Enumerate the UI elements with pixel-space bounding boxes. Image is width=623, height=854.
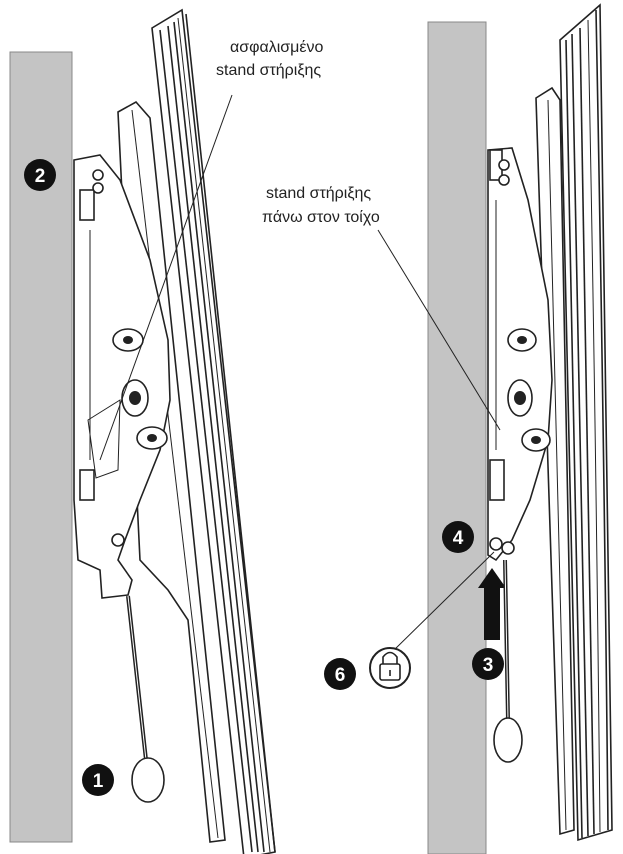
marker-4-label: 4: [453, 528, 464, 549]
left-knob-1: [112, 328, 144, 352]
left-tv-panel: [151, 8, 276, 854]
locked-stand-label-line2: stand στήριξης: [216, 62, 321, 79]
right-tv-rail: [535, 86, 575, 836]
stand-on-wall-label-line2: πάνω στον τοίχο: [262, 209, 380, 226]
marker-1-label: 1: [93, 771, 104, 792]
marker-2: 2: [24, 159, 56, 191]
marker-6-label: 6: [335, 665, 346, 686]
marker-3-label: 3: [483, 655, 494, 676]
right-pull-ring: [493, 717, 523, 763]
left-illustration: 2 1 ασφαλισμένο stand στήριξης: [9, 8, 324, 854]
padlock-leader: [391, 551, 495, 653]
marker-6: 6: [324, 658, 356, 690]
right-knob-2: [507, 379, 533, 417]
marker-4: 4: [442, 521, 474, 553]
marker-3: 3: [472, 648, 504, 680]
right-callout-leader: [377, 229, 501, 431]
left-callout-leader: [99, 94, 233, 461]
marker-2-label: 2: [35, 166, 46, 187]
right-knob-3: [521, 428, 551, 452]
right-wall: [427, 21, 487, 854]
left-knob-2: [121, 379, 149, 417]
marker-1: 1: [82, 764, 114, 796]
left-mount-bracket: [73, 154, 171, 599]
left-pull-cord: [126, 595, 165, 803]
right-pull-cord: [493, 559, 523, 763]
right-knob-1: [507, 328, 537, 352]
padlock-icon: [369, 647, 411, 689]
left-pull-ring: [131, 757, 165, 803]
right-tv-panel: [559, 3, 613, 842]
right-illustration: 4 3 6 stand στήριξης πάνω στον τοίχο: [262, 3, 613, 854]
stand-on-wall-label-line1: stand στήριξης: [266, 185, 371, 202]
up-arrow-icon: [478, 568, 506, 640]
left-knob-3: [136, 426, 168, 450]
locked-stand-label-line1: ασφαλισμένο: [230, 39, 324, 56]
